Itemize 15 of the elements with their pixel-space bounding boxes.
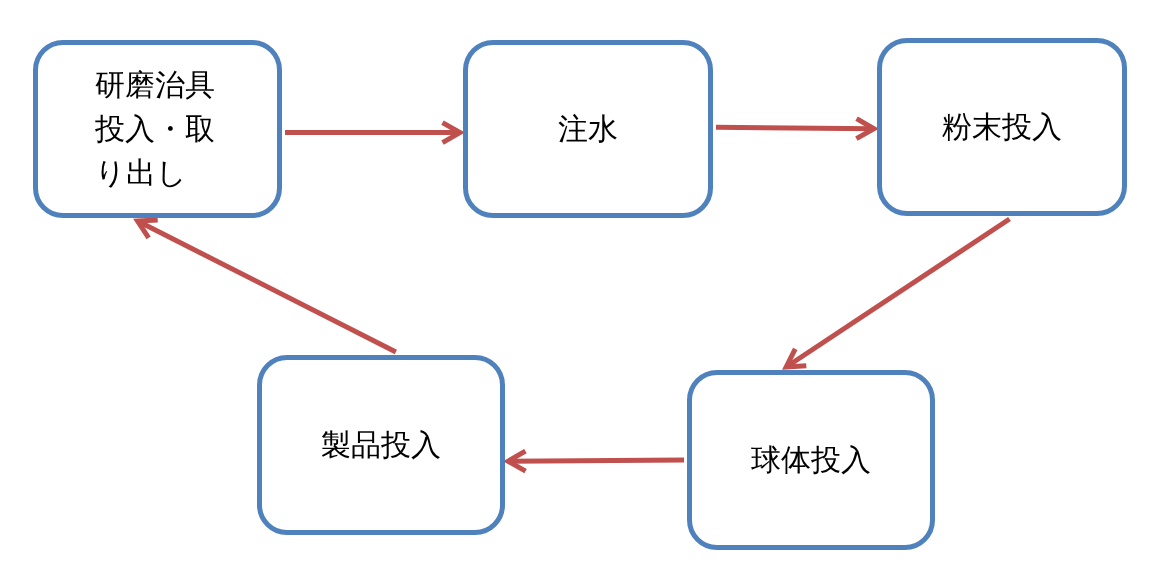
arrow [285,120,463,146]
arrow [505,448,684,474]
step-label: 研磨治具投入・取り出し [95,66,216,192]
step-label: 注水 [558,110,618,148]
process-box [687,370,935,550]
process-box [877,38,1127,216]
arrow [783,216,1011,370]
process-box [33,40,282,218]
arrow [715,116,877,142]
step-label: 粉末投入 [942,108,1062,146]
process-box [463,40,713,218]
step-label: 製品投入 [321,426,441,464]
arrow [135,217,397,355]
step-label: 球体投入 [751,441,871,479]
process-box [257,355,505,535]
